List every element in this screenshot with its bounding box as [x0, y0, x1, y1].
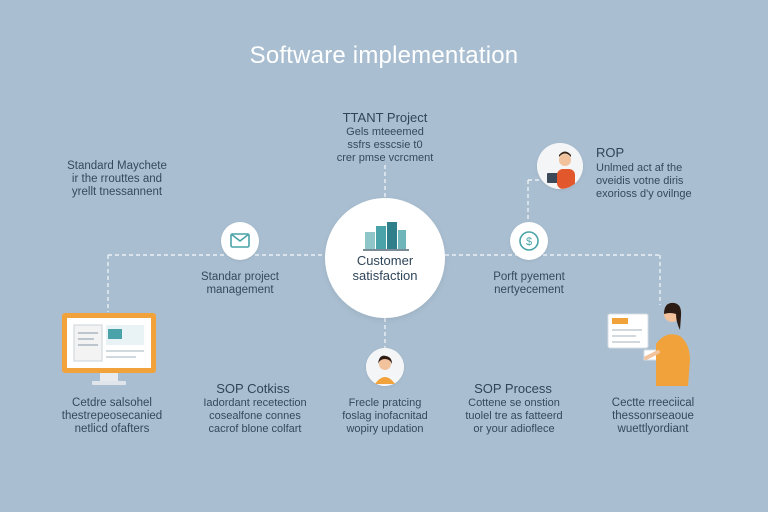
top-node-line: crer pmse vcrcment — [336, 152, 434, 164]
top-left-line: yrellt tnessannent — [71, 186, 163, 198]
svg-text:$: $ — [526, 236, 532, 248]
top-left-line: ir the rrouttes and — [71, 173, 163, 185]
top-node-line: Gels mteeemed — [346, 126, 424, 138]
center-node — [325, 198, 445, 318]
bottom-far-right-line: thessonrseaoue — [612, 410, 694, 422]
bottom-left-line: cacrof blone colfart — [208, 423, 302, 435]
mid-right-line: nertyecement — [494, 284, 564, 296]
top-node-title: TTANT Project — [342, 110, 428, 125]
center-line-2: satisfaction — [352, 268, 418, 283]
bottom-center-node-text: Frecle pratcing foslag inofacnitad wopir… — [328, 397, 442, 436]
bottom-far-left-line: netlicd ofafters — [74, 423, 150, 435]
woman-presenting-icon — [606, 300, 696, 393]
center-line-1: Customer — [356, 253, 414, 268]
top-right-line: oveidis votne diris — [596, 175, 684, 187]
bottom-far-right-node-text: Cectte rreeciical thessonrseaoue wuettly… — [598, 397, 708, 436]
top-right-node-title: ROP — [596, 145, 625, 160]
bottom-center-line: foslag inofacnitad — [342, 410, 428, 422]
bottom-far-left-node-text: Cetdre salsohel thestrepeosecanied netli… — [48, 397, 176, 436]
center-node-label: Customer satisfaction — [325, 253, 445, 283]
page-title: Software implementation — [249, 42, 519, 69]
bottom-left-node-title: SOP Cotkiss — [216, 381, 290, 396]
bottom-right-node-title: SOP Process — [474, 381, 552, 396]
bottom-far-left-line: thestrepeosecanied — [61, 410, 163, 422]
dollar-icon: $ — [510, 222, 548, 260]
top-right-node-text: Unlmed act af the oveidis votne diris ex… — [596, 162, 716, 201]
top-right-line: Unlmed act af the — [596, 162, 683, 174]
person-icon — [366, 348, 404, 386]
bottom-right-node-text: Cottene se onstion tuolel tre as fatteer… — [446, 397, 582, 436]
bottom-center-line: wopiry updation — [346, 423, 424, 435]
mid-right-line: Porft pyement — [493, 271, 565, 283]
top-right-line: exorioss d'y ovilnge — [596, 188, 692, 200]
person-laptop-icon — [537, 143, 583, 189]
bottom-right-line: tuolel tre as fatteerd — [465, 410, 563, 422]
top-left-node-text: Standard Maychete ir the rrouttes and yr… — [52, 160, 182, 199]
bottom-left-line: cosealfone connes — [209, 410, 301, 422]
bottom-far-right-line: Cectte rreeciical — [611, 397, 695, 409]
mid-left-line: management — [206, 284, 274, 296]
bottom-left-line: Iadordant recetection — [203, 397, 307, 409]
mid-left-node-text: Standar project management — [185, 271, 295, 297]
top-left-line: Standard Maychete — [67, 160, 167, 172]
top-node-line: ssfrs esscsie t0 — [347, 139, 423, 151]
bottom-far-right-line: wuettlyordiant — [617, 423, 689, 435]
bottom-far-left-line: Cetdre salsohel — [72, 397, 152, 409]
building-chart-icon — [363, 222, 409, 257]
mail-icon — [221, 222, 259, 260]
bottom-right-line: Cottene se onstion — [468, 397, 560, 409]
bottom-center-line: Frecle pratcing — [348, 397, 422, 409]
top-node-text: Gels mteeemed ssfrs esscsie t0 crer pmse… — [315, 126, 455, 165]
mid-right-node-text: Porft pyement nertyecement — [470, 271, 588, 297]
mid-left-line: Standar project — [201, 271, 279, 283]
monitor-icon — [62, 313, 158, 394]
bottom-right-line: or your adioflece — [473, 423, 555, 435]
bottom-left-node-text: Iadordant recetection cosealfone connes … — [190, 397, 320, 436]
